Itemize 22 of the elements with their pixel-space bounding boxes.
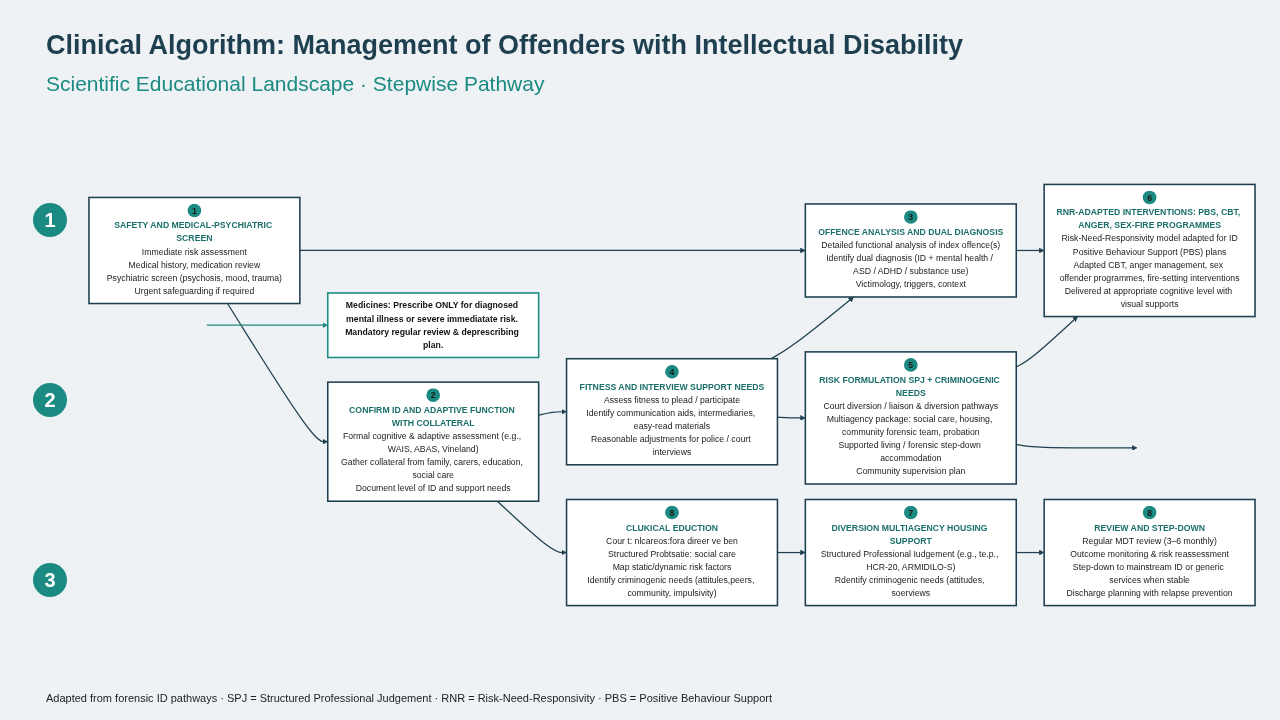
step-number: 2 <box>33 383 67 417</box>
caption: Adapted from forensic ID pathways · SPJ = Structured Professional Judgement · RNR = Risk-Need-Responsivity · PBS = Positive Behaviour Support <box>46 692 773 704</box>
arrow <box>770 296 854 360</box>
node-box: 5 RISK FORMULATION SPJ + CRIMINOGENIC NEEDS Court diversion / liaison & diversion pathways Multiagency package: social care, housing, community forensic team, probation Supported living / forensic step-down accommodation Community supervision plan <box>804 351 1017 485</box>
node-box: 8 REVIEW AND STEP-DOWN Regular MDT review (3–6 monthly) Outcome monitoring & risk reassessment Step-down to mainstream ID or generic services when stable Discharge planning with relapse prevention <box>1043 498 1256 607</box>
step-number: 3 <box>33 563 67 597</box>
node-box: 6 RNR-ADAPTED INTERVENTIONS: PBS, CBT, ANGER, SEX-FIRE PROGRAMMES Risk-Need-Responsivity model adapted for ID Positive Behaviour Support (PBS) plans Adapted CBT, anger management, sex offender programmes, fire-setting interventions Delivered at appropriate cognitive level with visual supports <box>1043 183 1256 318</box>
step-number: 1 <box>33 203 67 237</box>
subtitle: Scientific Educational Landscape · Stepwise Pathway <box>46 72 545 96</box>
arrow <box>226 302 328 445</box>
title: Clinical Algorithm: Management of Offenders with Intellectual Disability <box>46 30 964 61</box>
arrow <box>496 500 567 556</box>
arrow <box>299 247 806 254</box>
node-box: 3 OFFENCE ANALYSIS AND DUAL DIAGNOSIS Detailed functional analysis of index offence(s) Identify dual diagnosis (ID + mental health / ASD / ADHD / substance use) Victimology, triggers, context <box>804 203 1017 298</box>
arrow <box>538 409 567 416</box>
node-box: Medicines: Prescribe ONLY for diagnosed mental illness or severe immediatate risk. Mandatory regular review & deprescribing plan. <box>327 292 540 359</box>
node-box: 1 SAFETY AND MEDICAL-PSYCHIATRIC SCREEN Immediate risk assessment Medical history, medication review Psychiatric screen (psychosis, mood, trauma) Urgent safeguarding if required <box>88 196 301 305</box>
arrow <box>206 322 328 328</box>
node-box: 7 DIVERSION MULTIAGENCY HOUSING SUPPORT Structured Professional Iudgement (e.g., te.p., HCR-20, ARMIDILO-S) Rdentify criminogenic needs (attitudes, soerviews <box>804 498 1017 607</box>
node-box: 4 FITNESS AND INTERVIEW SUPPORT NEEDS Assess fitness to plead / participate Identify communication aids, intermediaries, easy-read materials Reasonable adjustments for police / court interviews <box>565 357 779 466</box>
node-box: 2 CONFIRM ID AND ADAPTIVE FUNCTION WITH COLLATERAL Formal cognitive & adaptive assessment (e.g., WAIS, ABAS, Vineland) Gather collateral from family, carers, education, social care Document level of ID and support needs <box>327 381 540 502</box>
node-box: 8 CLUKICAL EDUCTION Cour t: nlcareos:fora direer ve ben Structured Probtsatie: social care Map static/dynamic risk factors Identify criminogenic needs (attitules,peers, community, impulsivity) <box>565 498 779 607</box>
